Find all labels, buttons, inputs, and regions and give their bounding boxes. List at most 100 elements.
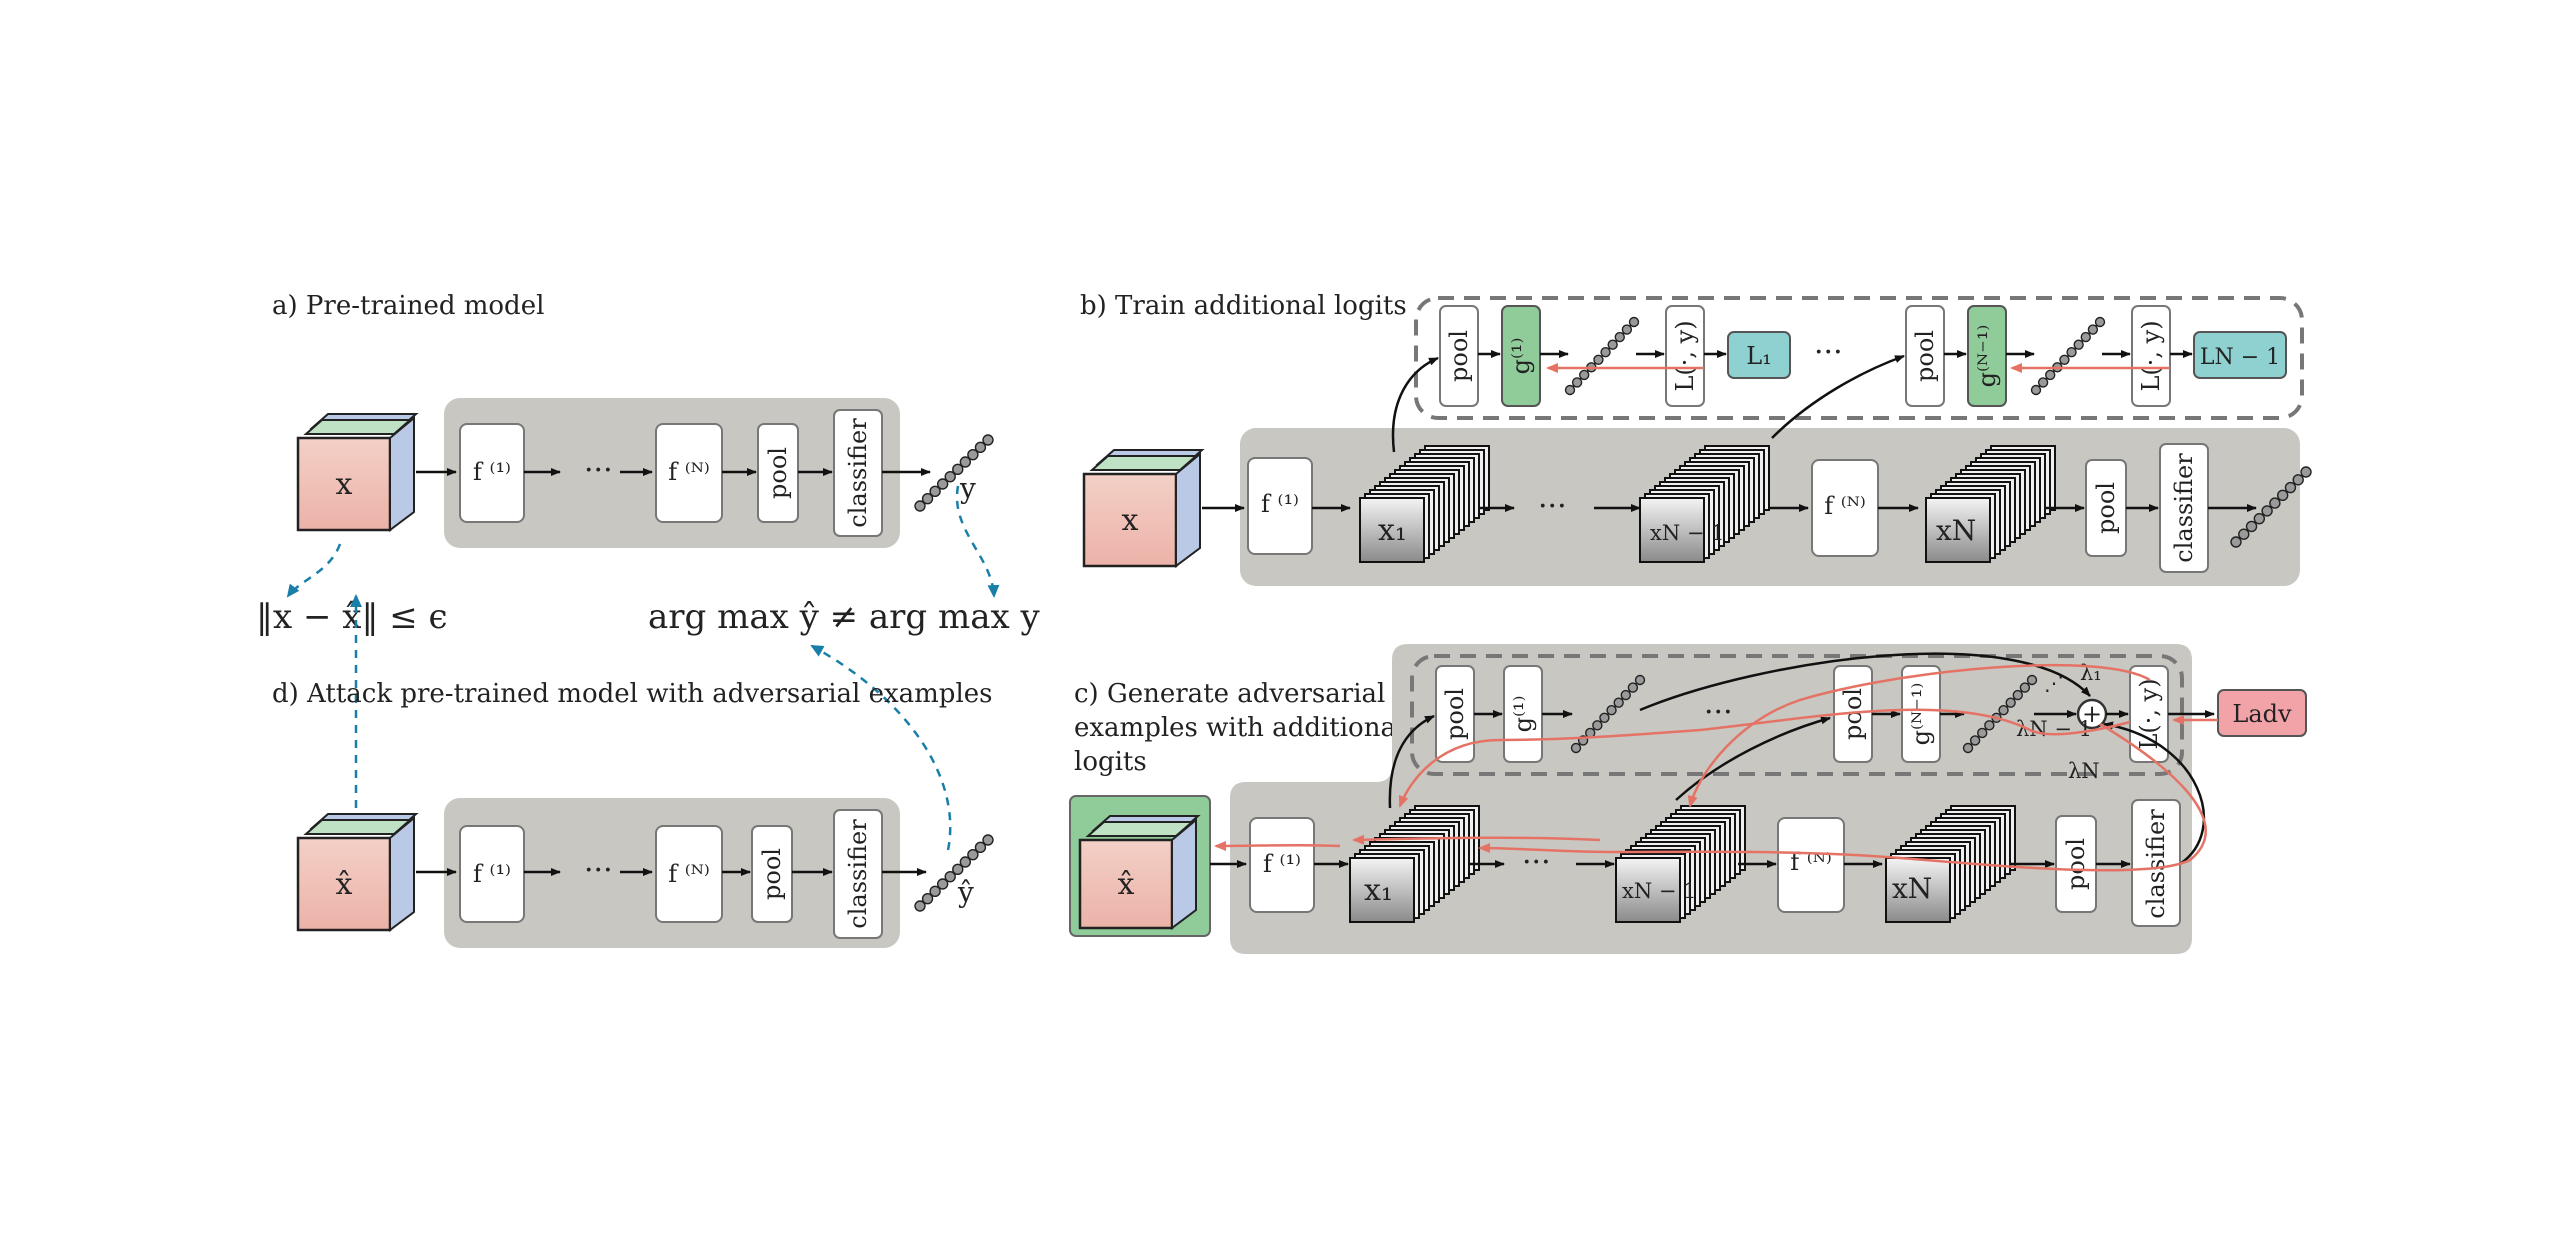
vector-node xyxy=(952,463,964,476)
panel-b-fN-label: f ⁽ᴺ⁾ xyxy=(1824,492,1866,520)
panel-b-input-cube: x xyxy=(1082,449,1205,568)
vector-node xyxy=(1579,369,1590,381)
vector-node xyxy=(2059,354,2070,365)
panel-a-title: a) Pre-trained model xyxy=(272,291,544,321)
panel-c-pool1-label: pool xyxy=(1441,688,1469,740)
panel-d-classifier-box xyxy=(833,809,883,939)
panel-d-f1-label: f ⁽¹⁾ xyxy=(473,860,511,888)
vector-node xyxy=(2066,347,2077,358)
panel-b-g1-label: g⁽¹⁾ xyxy=(1507,338,1535,375)
panel-b-poolN1-label: pool xyxy=(1911,330,1939,382)
vector-node xyxy=(959,456,972,468)
vector-node xyxy=(967,448,979,461)
vector-node xyxy=(1962,742,1974,754)
vector-node xyxy=(2005,697,2016,708)
panel-c-x1-label: x₁ xyxy=(1364,873,1393,908)
panel-b-pool1-box xyxy=(1439,305,1479,407)
panel-c: c) Generate adversarial examples with ad… xyxy=(1069,644,2307,954)
panel-c-Ladv-box xyxy=(2217,689,2307,737)
vector-node xyxy=(944,870,956,883)
panel-b-output-vector xyxy=(2230,466,2312,548)
panel-b-f1-box xyxy=(1247,457,1313,555)
panel-a-dots: ··· xyxy=(584,453,613,488)
vector-node xyxy=(1564,384,1576,396)
panel-b-pool1-label: pool xyxy=(1445,330,1473,382)
vector-node xyxy=(936,478,949,490)
vector-node xyxy=(2019,682,2031,693)
vector-node xyxy=(2073,339,2084,350)
feature-map-layer xyxy=(1925,497,1991,563)
panel-c-gN1-label: g⁽ᴺ⁻¹⁾ xyxy=(1907,683,1935,746)
vector-node xyxy=(974,841,987,854)
vector-node xyxy=(2284,481,2297,494)
vector-node xyxy=(1977,727,1988,739)
vector-node xyxy=(944,470,956,483)
feature-map-layer xyxy=(1349,857,1415,923)
vector-node xyxy=(1607,339,1618,350)
panel-c-title-line3: logits xyxy=(1074,747,1147,777)
vector-node xyxy=(2245,520,2258,533)
panel-b: b) Train additional logits pool g⁽¹⁾ L(·… xyxy=(1080,291,2312,586)
panel-b-xN-label: xN xyxy=(1936,514,1976,547)
panel-b-logitsN1-vector xyxy=(2030,316,2106,396)
panel-b-poolN1-box xyxy=(1905,305,1945,407)
vector-node xyxy=(929,885,941,898)
panel-d-classifier-label: classifier xyxy=(844,819,872,929)
panel-a-classifier-label: classifier xyxy=(844,418,872,528)
vector-node xyxy=(1634,674,1646,686)
vector-node xyxy=(921,492,934,505)
panel-a-pool-label: pool xyxy=(764,447,792,499)
panel-b-lossN1-label: L(·, y) xyxy=(2137,320,2165,391)
panel-c-xN1-label: xN − 1 xyxy=(1622,879,1697,903)
vector-node xyxy=(2253,512,2266,525)
vector-node xyxy=(974,441,987,454)
panel-b-featuremap-xN xyxy=(1925,445,2056,563)
vector-node xyxy=(2276,489,2289,502)
vector-node xyxy=(959,856,972,868)
panel-b-loss1-label: L(·, y) xyxy=(1671,320,1699,391)
panel-a-input-cube: x xyxy=(296,413,419,532)
vector-node xyxy=(952,863,964,876)
panel-b-g1-box xyxy=(1501,305,1541,407)
panel-b-xN1-label: xN − 1 xyxy=(1650,521,1725,545)
panel-c-f1-label: f ⁽¹⁾ xyxy=(1263,850,1301,878)
panel-c-sum-label: + xyxy=(2082,700,2102,728)
panel-c-lambda1-label: λ₁ xyxy=(2080,661,2102,685)
panel-c-Ladv-label: Ladv xyxy=(2232,700,2292,728)
panel-a-output-vector xyxy=(914,434,994,512)
feature-map-layer xyxy=(1615,857,1681,923)
panel-c-pool-label: pool xyxy=(2062,838,2090,890)
panel-b-featuremap-x1 xyxy=(1359,445,1490,563)
panel-a-input-label: x xyxy=(336,467,353,502)
panel-b-top-dots: ··· xyxy=(1814,335,1843,370)
panel-a: a) Pre-trained model x f ⁽¹⁾ ··· f ⁽ᴺ⁾ p… xyxy=(272,291,994,548)
panel-d-title: d) Attack pre-trained model with adversa… xyxy=(272,679,992,709)
panel-b-loss1-box xyxy=(1665,305,1705,407)
panel-b-title: b) Train additional logits xyxy=(1080,291,1407,321)
panel-d-pool-box xyxy=(751,825,793,923)
panel-b-classifier-label: classifier xyxy=(2170,453,2198,563)
panel-b-pool-label: pool xyxy=(2092,482,2120,534)
vector-node xyxy=(2045,369,2056,381)
argmax-equation: arg max ŷ ≠ arg max y xyxy=(648,597,1040,637)
constraint-equation: ‖x − x̂‖ ≤ ϵ xyxy=(256,597,448,637)
vector-node xyxy=(1570,742,1582,754)
panel-d-fN-label: f ⁽ᴺ⁾ xyxy=(668,860,710,888)
vector-node xyxy=(1600,347,1611,358)
panel-c-input-cube: x̂ xyxy=(1078,815,1201,930)
panel-c-lambdaN-label: λN xyxy=(2068,759,2100,783)
vector-node xyxy=(982,834,994,846)
vector-node xyxy=(2026,674,2038,686)
panel-d-fN-box xyxy=(655,825,723,923)
panel-c-aux-region xyxy=(1410,654,2184,776)
panel-a-output-label: y xyxy=(959,472,976,505)
panel-b-LN1-box xyxy=(2193,331,2287,379)
panel-d: d) Attack pre-trained model with adversa… xyxy=(272,679,994,948)
panel-a-f1-label: f ⁽¹⁾ xyxy=(473,458,511,486)
panel-d-f1-box xyxy=(459,825,525,923)
vector-node xyxy=(1599,712,1610,723)
panel-b-x1-label: x₁ xyxy=(1378,513,1407,548)
panel-a-fN-label: f ⁽ᴺ⁾ xyxy=(668,458,710,486)
panel-b-lossN1-box xyxy=(2131,305,2171,407)
